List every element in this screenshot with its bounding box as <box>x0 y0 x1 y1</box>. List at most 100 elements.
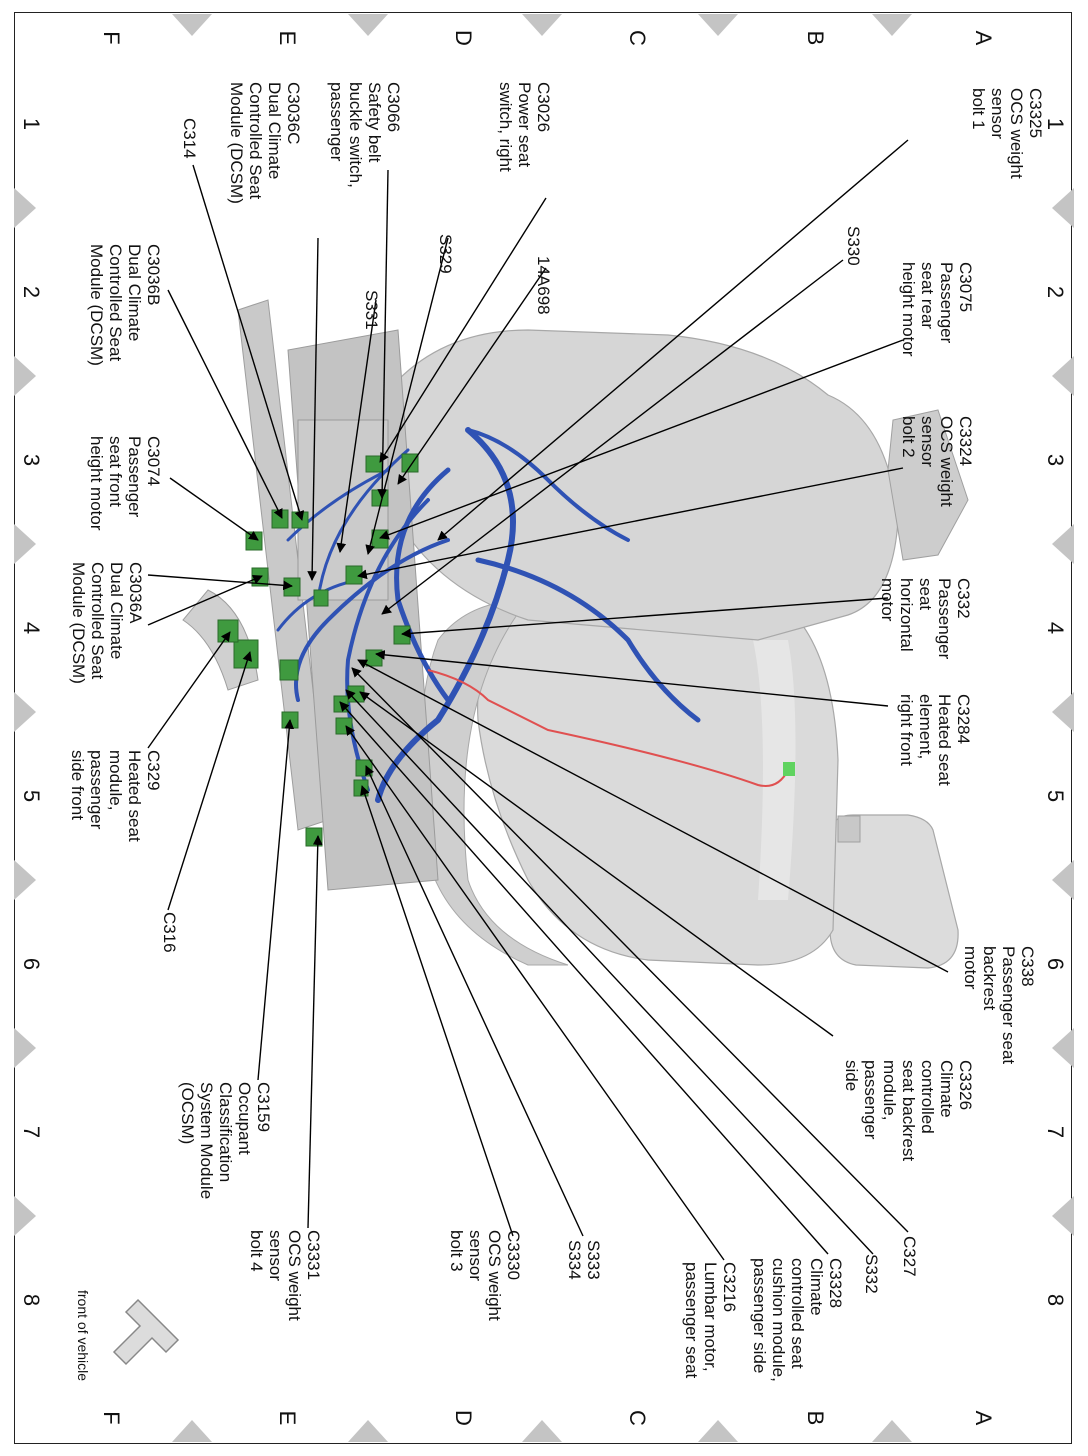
column-label-bottom: 7 <box>19 1126 44 1138</box>
column-label-top: 2 <box>1043 286 1068 298</box>
callout-c3326: C3326Climatecontrolledseat backrestmodul… <box>842 1060 975 1161</box>
column-label-top: 4 <box>1043 622 1068 634</box>
callout-c3074: C3074Passengerseat frontheight motor <box>87 436 163 531</box>
border-triangle <box>698 1420 738 1442</box>
border-triangle <box>872 14 912 36</box>
leader-lines <box>147 139 949 1261</box>
border-triangle <box>1052 356 1074 396</box>
front-of-vehicle-arrow-icon <box>112 1298 180 1366</box>
row-label-right: E <box>275 1411 300 1426</box>
row-label-right: C <box>625 1410 650 1426</box>
border-triangle <box>1052 188 1074 228</box>
row-label-left: D <box>451 30 476 46</box>
border-triangle <box>522 14 562 36</box>
callout-c3324: C3324OCS weightsensorbolt 2 <box>899 416 975 507</box>
connector-c3325 <box>401 453 419 473</box>
callout-c3216: C3216Lumbar motor,passenger seat <box>682 1262 739 1379</box>
callout-c329: C329Heated seatmodule,passengerside fron… <box>68 750 163 842</box>
column-label-bottom: 5 <box>19 790 44 802</box>
connector-c3066 <box>371 489 389 507</box>
callout-14a698: 14A698 <box>534 256 553 315</box>
border-triangle <box>172 1420 212 1442</box>
heater-end-connector <box>783 762 795 776</box>
front-of-vehicle-label: front of vehicle <box>75 1290 91 1381</box>
border-triangle <box>522 1420 562 1442</box>
border-triangle <box>348 14 388 36</box>
border-triangle <box>698 14 738 36</box>
column-label-top: 1 <box>1043 118 1068 130</box>
callout-c3075: C3075Passengerseat rearheight motor <box>899 262 975 357</box>
callout-c3036c: C3036CDual ClimateControlled SeatModule … <box>227 82 303 204</box>
row-label-left: E <box>275 31 300 46</box>
callout-c3036a: C3036ADual ClimateControlled SeatModule … <box>69 562 145 684</box>
border-triangle <box>348 1420 388 1442</box>
column-label-top: 8 <box>1043 1294 1068 1306</box>
column-label-top: 5 <box>1043 790 1068 802</box>
column-label-bottom: 3 <box>19 454 44 466</box>
grid-labels: 1 2 3 4 5 6 7 8 1 2 3 4 5 6 7 8 A B C D … <box>19 30 1068 1426</box>
column-label-bottom: 1 <box>19 118 44 130</box>
callout-c3066: C3066Safety beltbuckle switch,passenger <box>327 82 403 188</box>
border-triangle <box>1052 860 1074 900</box>
border-triangle <box>1052 1028 1074 1068</box>
column-label-bottom: 8 <box>19 1294 44 1306</box>
column-label-bottom: 4 <box>19 622 44 634</box>
callout-s331: S331 <box>362 290 381 330</box>
border-triangle <box>14 860 36 900</box>
border-triangle <box>14 1196 36 1236</box>
callout-c3328: C3328Climatecontrolled seatcushion modul… <box>750 1258 845 1382</box>
border-triangle <box>1052 1196 1074 1236</box>
callout-c3284: C3284Heated seatelement,right front <box>897 694 973 786</box>
border-triangle <box>14 692 36 732</box>
border-triangle <box>14 1028 36 1068</box>
heated-seat-element-wire <box>427 669 789 787</box>
connector-c3075 <box>371 529 389 549</box>
callout-c314: C314 <box>180 118 199 159</box>
connector-c332 <box>393 625 411 645</box>
connector-c3330 <box>305 827 323 847</box>
row-label-right: B <box>803 1411 828 1426</box>
seat-illustration <box>182 299 969 969</box>
row-label-right: A <box>971 1411 996 1426</box>
connector-c3074 <box>245 531 263 551</box>
border-triangle <box>172 14 212 36</box>
connector-c3026 <box>365 455 383 473</box>
row-label-left: C <box>625 30 650 46</box>
column-label-top: 7 <box>1043 1126 1068 1138</box>
column-label-bottom: 2 <box>19 286 44 298</box>
front-of-vehicle-indicator: front of vehicle <box>75 1290 180 1381</box>
border-triangle <box>14 188 36 228</box>
connector-misc <box>279 659 299 681</box>
row-label-left: B <box>803 31 828 46</box>
connector-c3036a <box>283 577 301 597</box>
connector-s333 <box>353 779 369 797</box>
row-label-left: F <box>99 31 124 44</box>
callout-c3026: C3026Power seatswitch, right <box>496 82 553 172</box>
column-label-top: 6 <box>1043 958 1068 970</box>
callout-c327: C327 <box>900 1236 919 1277</box>
backrest-shadow <box>753 640 796 900</box>
row-label-left: A <box>971 31 996 46</box>
callout-s329: S329 <box>436 234 455 274</box>
column-label-top: 3 <box>1043 454 1068 466</box>
callout-c3325: C3325OCS weightsensorbolt 1 <box>969 88 1045 179</box>
border-triangle <box>1052 524 1074 564</box>
border-triangle <box>14 524 36 564</box>
callout-c338: C338Passenger seatbackrestmotor <box>961 946 1037 1064</box>
connector-misc <box>313 589 329 607</box>
border-triangle <box>1052 692 1074 732</box>
callout-c332: C332Passengerseathorizontalmotor <box>878 578 973 660</box>
callout-s332: S332 <box>862 1254 881 1294</box>
row-label-right: F <box>99 1411 124 1424</box>
headrest-post <box>837 815 861 843</box>
border-triangles <box>14 14 1074 1442</box>
callout-c316: C316 <box>160 912 179 953</box>
callout-c3036b: C3036BDual ClimateControlled SeatModule … <box>87 244 163 366</box>
column-label-bottom: 6 <box>19 958 44 970</box>
callout-c3159: C3159OccupantClassificationSystem Module… <box>178 1082 273 1199</box>
callout-s333: S333S334 <box>565 1240 603 1280</box>
connector-c3284 <box>365 649 383 667</box>
callout-labels: C3325OCS weightsensorbolt 1 S330 C3075Pa… <box>68 82 1045 1382</box>
